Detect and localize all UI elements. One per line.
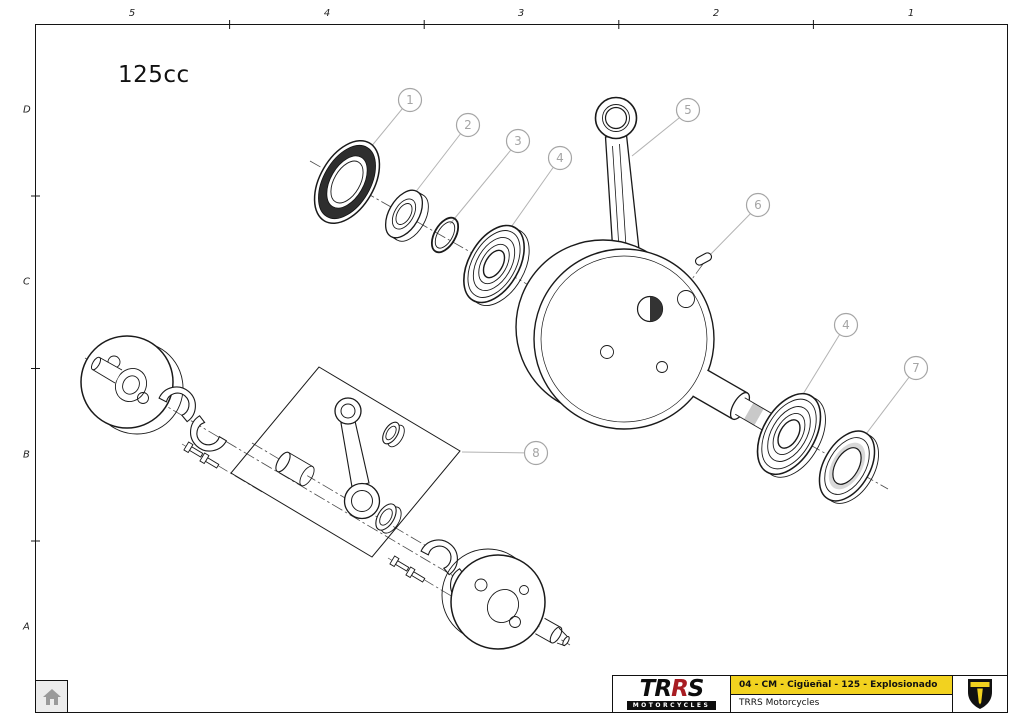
callout-balloon-4b: 4 xyxy=(833,312,859,338)
zone-label-left: B xyxy=(23,449,30,461)
zone-label-top: 3 xyxy=(517,8,525,19)
centerline-key xyxy=(678,263,704,298)
logo-letter: T xyxy=(639,675,656,702)
part-half-shell xyxy=(158,386,196,423)
part-crankshaft-body xyxy=(515,239,778,434)
company-name: TRRS Motorcycles xyxy=(731,693,952,712)
callout-balloon-7: 7 xyxy=(903,355,929,381)
part-bearing-left xyxy=(463,224,530,306)
home-icon xyxy=(42,688,61,705)
logo-letter-red: R xyxy=(671,675,689,702)
part-conrod-kit-box xyxy=(230,366,461,558)
logo-letter: S xyxy=(687,675,705,702)
callout-balloon-1: 1 xyxy=(397,87,423,113)
kit-small-end-bushing xyxy=(382,421,405,448)
zone-label-left: A xyxy=(23,621,30,633)
callout-balloon-2: 2 xyxy=(455,112,481,138)
part-screw xyxy=(183,441,204,458)
part-seal-right xyxy=(818,430,879,504)
callout-balloon-5: 5 xyxy=(675,97,701,123)
callout-balloon-8: 8 xyxy=(523,440,549,466)
part-half-shell xyxy=(190,415,228,452)
part-flywheel-right xyxy=(441,548,570,650)
trrs-logo-word: T R R S xyxy=(639,675,705,702)
zone-label-top: 2 xyxy=(712,8,720,19)
flywheel-right-shaft xyxy=(535,617,570,647)
svg-text:8: 8 xyxy=(532,446,540,460)
part-bearing-right xyxy=(756,392,826,478)
zone-label-left: C xyxy=(23,276,30,288)
svg-text:4: 4 xyxy=(842,318,850,332)
part-screw xyxy=(405,566,426,583)
zone-label-top: 1 xyxy=(907,8,915,19)
svg-text:3: 3 xyxy=(514,134,522,148)
frame-ticks xyxy=(31,20,814,542)
centerline-kit xyxy=(251,442,429,548)
shaft-thread-band xyxy=(744,402,764,426)
page-title: 125cc xyxy=(118,62,190,88)
callout-balloon-6: 6 xyxy=(745,192,771,218)
title-block-text: 04 - CM - Cigüeñal - 125 - Explosionado … xyxy=(731,676,953,712)
home-button[interactable] xyxy=(35,680,68,713)
zone-label-left: D xyxy=(23,104,31,116)
part-screw xyxy=(199,452,220,469)
kit-connecting-rod xyxy=(334,397,381,520)
zone-label-top: 4 xyxy=(323,8,331,19)
svg-text:6: 6 xyxy=(754,198,762,212)
part-spacer xyxy=(384,189,429,242)
svg-text:1: 1 xyxy=(406,93,414,107)
callout-balloon-3: 3 xyxy=(505,128,531,154)
part-flywheel-left xyxy=(80,335,184,435)
part-screw xyxy=(389,555,410,572)
part-half-shell xyxy=(420,539,458,576)
part-oil-seal xyxy=(313,140,381,224)
logo-letter: R xyxy=(654,675,672,702)
title-block: T R R S MOTORCYCLES 04 - CM - Cigüeñal -… xyxy=(612,675,1008,713)
svg-text:2: 2 xyxy=(464,118,472,132)
crank-pin-section xyxy=(650,296,663,322)
flywheel-left-shaft-stub xyxy=(90,356,123,384)
shield-icon xyxy=(968,679,992,709)
trrs-shield-logo xyxy=(953,676,1007,712)
callout-leaders xyxy=(351,102,914,454)
kit-crank-pin xyxy=(275,451,315,487)
part-woodruff-key xyxy=(694,252,713,266)
svg-text:5: 5 xyxy=(684,103,692,117)
svg-text:4: 4 xyxy=(556,151,564,165)
callout-balloon-4: 4 xyxy=(547,145,573,171)
part-circlip xyxy=(430,216,460,254)
trrs-logo: T R R S MOTORCYCLES xyxy=(613,676,731,712)
kit-big-end-bearing xyxy=(375,503,402,534)
svg-text:7: 7 xyxy=(912,361,920,375)
zone-label-top: 5 xyxy=(128,8,136,19)
trrs-logo-subtitle: MOTORCYCLES xyxy=(626,700,717,710)
document-title: 04 - CM - Cigüeñal - 125 - Explosionado xyxy=(731,676,952,694)
